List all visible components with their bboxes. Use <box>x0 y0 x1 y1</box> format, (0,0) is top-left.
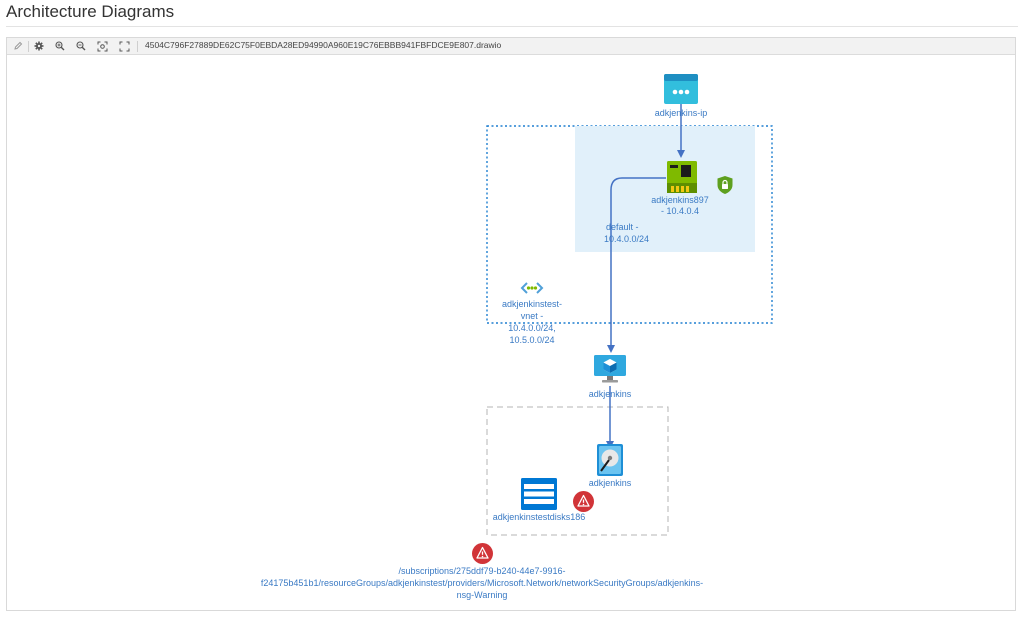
vm-label: adkjenkins <box>588 389 632 399</box>
fullscreen-icon <box>119 41 130 51</box>
virtual-network-icon[interactable] <box>520 281 544 295</box>
toolbar-separator <box>137 41 138 52</box>
subnet-label-line2: 10.4.0.0/24 <box>604 234 650 244</box>
storage-account-icon[interactable] <box>521 478 557 510</box>
zoom-in-icon <box>54 41 64 51</box>
title-divider <box>6 26 1018 27</box>
toolbar-separator <box>28 41 29 52</box>
virtual-machine-icon[interactable] <box>593 354 627 384</box>
settings-button[interactable] <box>31 39 46 53</box>
fit-icon <box>97 41 108 51</box>
zoom-in-button[interactable] <box>52 39 67 53</box>
nsg-warning-line2: f24175b451b1/resourceGroups/adkjenkinste… <box>260 578 704 588</box>
subnet-label-line1: default - <box>606 222 639 232</box>
diagram-viewer: 4504C796F27889DE62C75F0EBDA28ED94990A960… <box>6 37 1016 611</box>
page-title: Architecture Diagrams <box>6 2 175 21</box>
managed-disk-icon[interactable] <box>596 443 624 477</box>
vnet-label-line4: 10.5.0.0/24 <box>509 335 555 345</box>
edit-icon <box>13 41 22 50</box>
fullscreen-button[interactable] <box>117 39 132 53</box>
vnet-boundary <box>486 125 773 324</box>
viewer-toolbar: 4504C796F27889DE62C75F0EBDA28ED94990A960… <box>7 38 1015 55</box>
vnet-label-line3: 10.4.0.0/24, <box>508 323 556 333</box>
disk-group-boundary <box>486 406 669 536</box>
nic-label-line1: adkjenkins897 <box>651 195 709 205</box>
zoom-out-icon <box>75 41 85 51</box>
public-ip-label: adkjenkins-ip <box>654 108 708 118</box>
disk-label: adkjenkins <box>588 478 632 488</box>
warning-icon[interactable] <box>573 491 594 512</box>
gear-icon <box>34 41 43 51</box>
shield-lock-icon[interactable] <box>716 175 734 195</box>
vnet-label-line1: adkjenkinstest- <box>501 299 563 309</box>
storage-label: adkjenkinstestdisks186 <box>492 512 586 522</box>
edit-button[interactable] <box>10 39 25 53</box>
warning-icon[interactable] <box>472 543 493 564</box>
nic-label-line2: - 10.4.0.4 <box>660 206 700 216</box>
diagram-file-name: 4504C796F27889DE62C75F0EBDA28ED94990A960… <box>145 40 502 50</box>
nsg-warning-line1: /subscriptions/275ddf79-b240-44e7-9916- <box>398 566 566 576</box>
nsg-warning-line3: nsg-Warning <box>456 590 508 600</box>
connector-nic-to-vm <box>607 177 666 353</box>
fit-button[interactable] <box>95 39 110 53</box>
network-interface-icon[interactable] <box>665 159 699 195</box>
zoom-out-button[interactable] <box>73 39 88 53</box>
vnet-label-line2: vnet - <box>520 311 544 321</box>
public-ip-icon[interactable] <box>664 74 698 104</box>
